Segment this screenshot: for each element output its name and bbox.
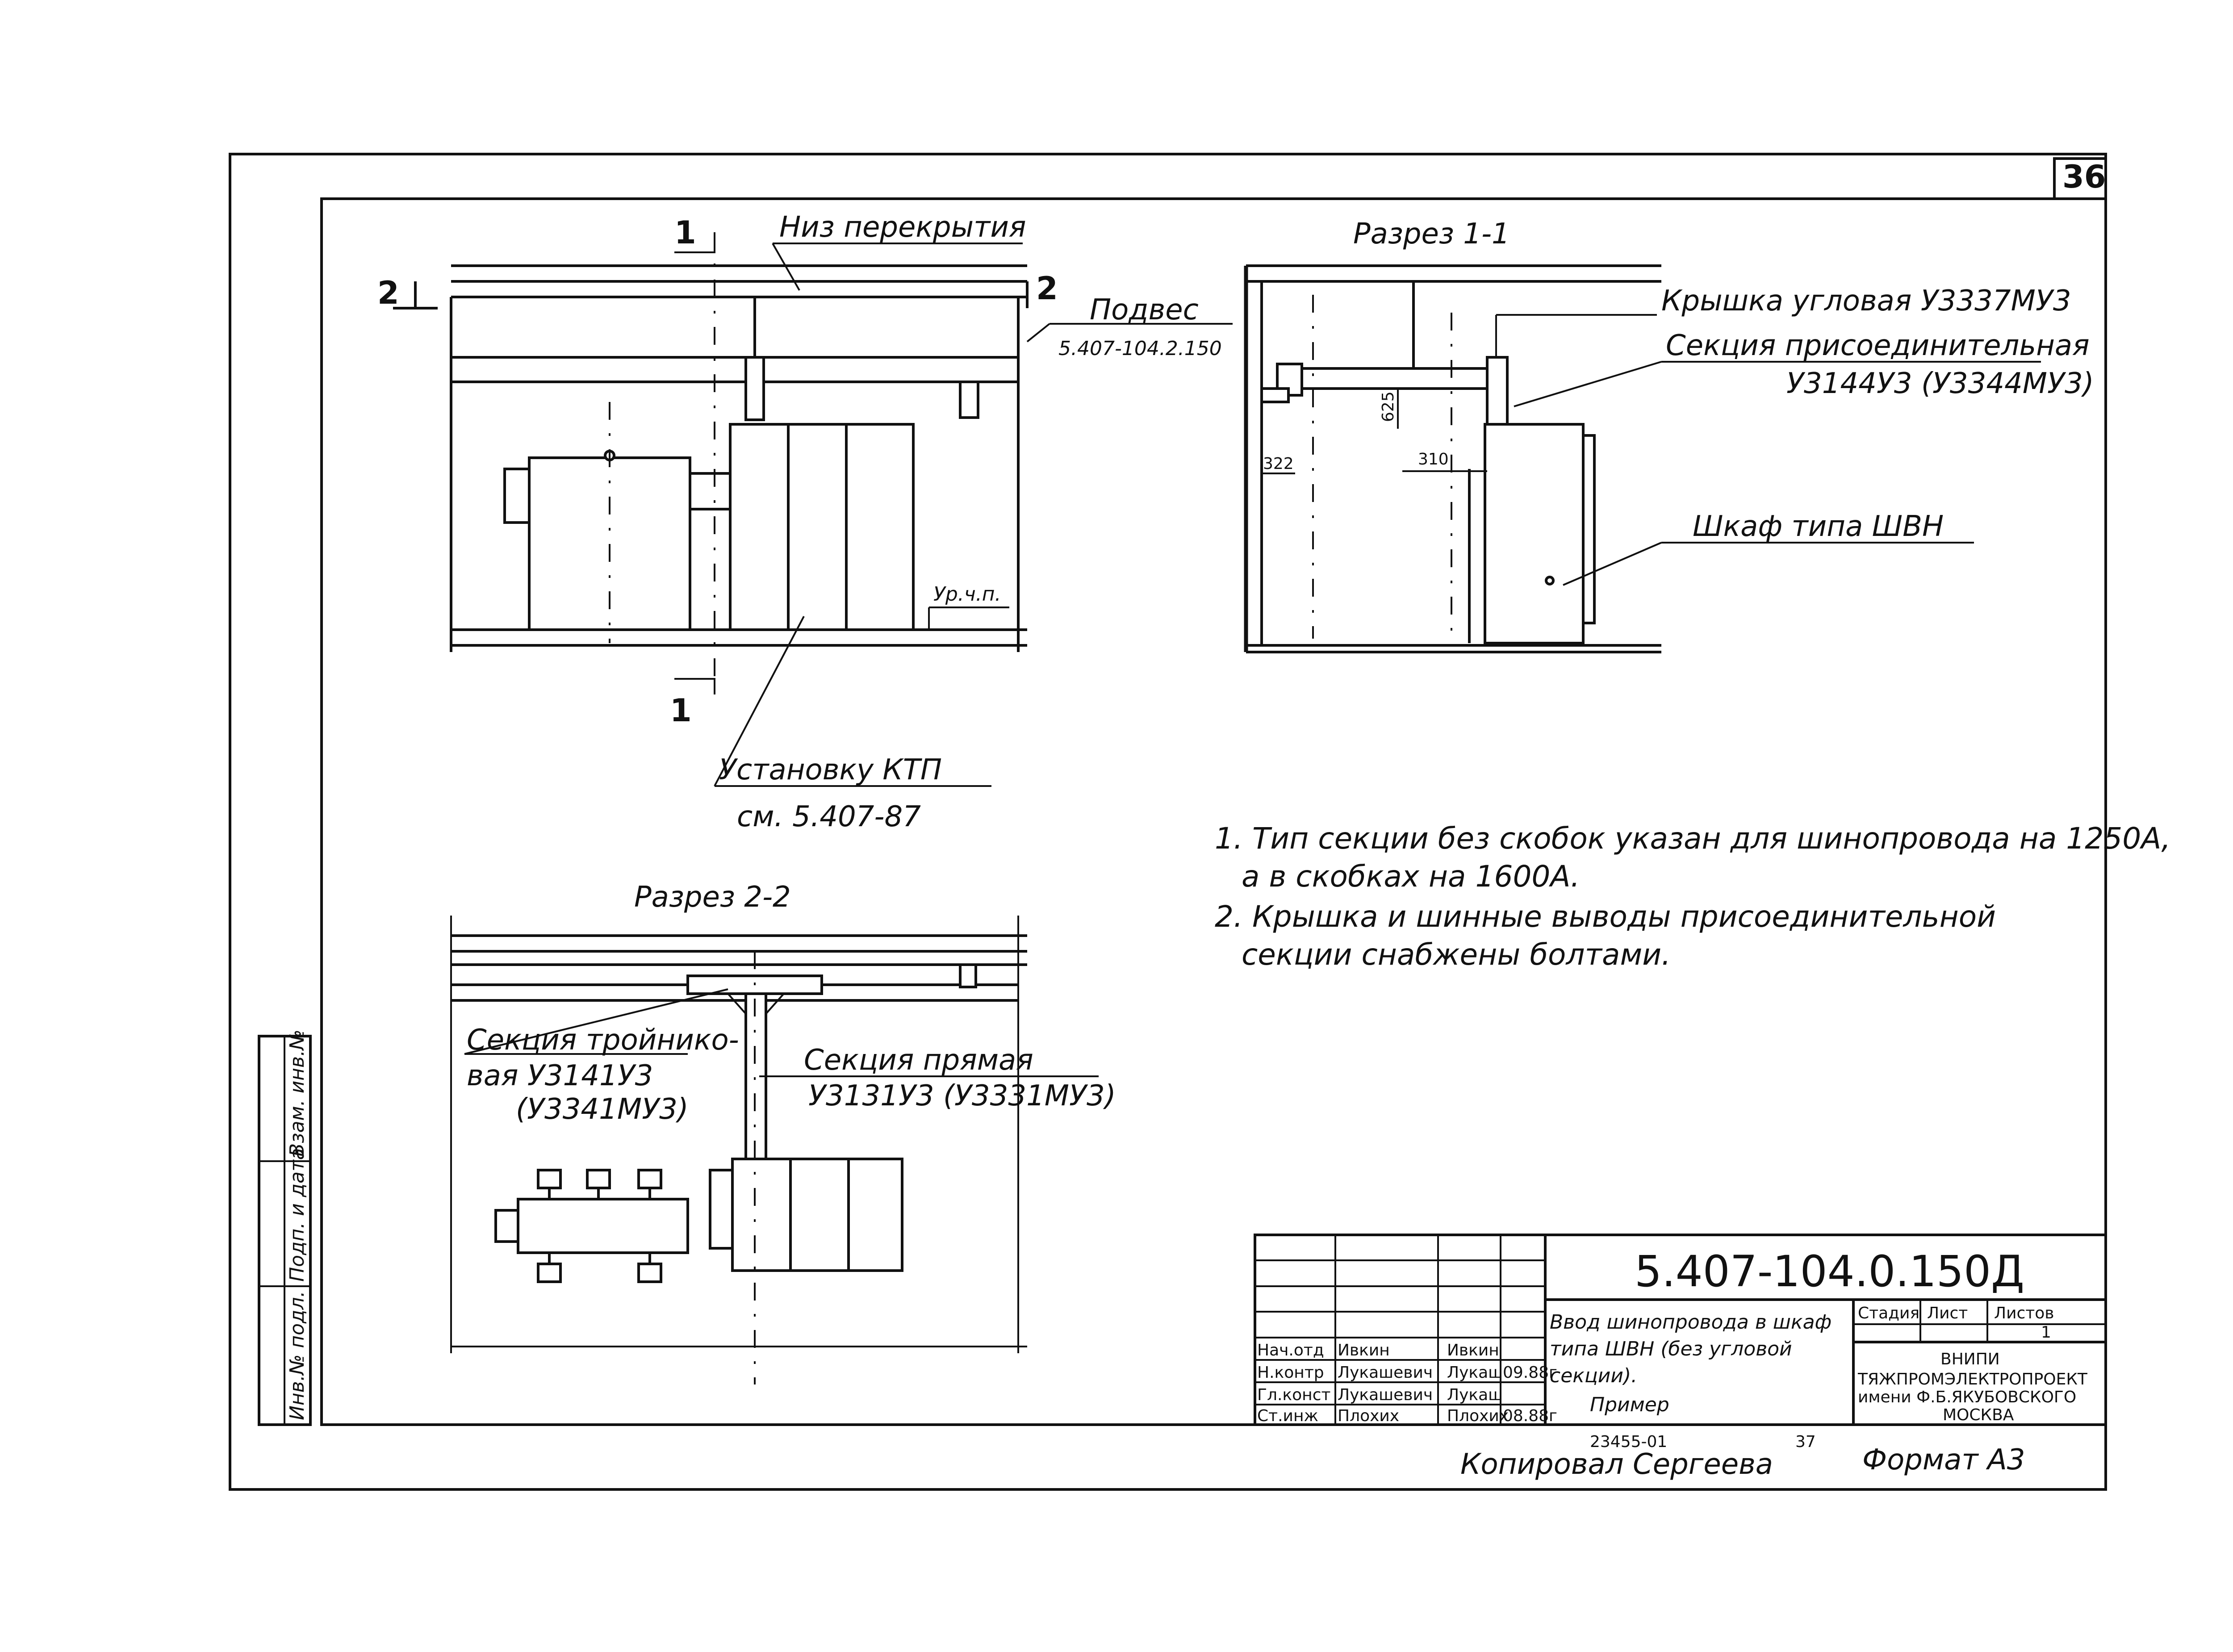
org-line2: ТЯЖПРОМЭЛЕКТРОПРОЕКТ — [1857, 1370, 2088, 1389]
format-label: Формат А3 — [1862, 1443, 2025, 1476]
title-line1: Ввод шинопровода в шкаф — [1550, 1311, 1832, 1334]
hanger-ref: 5.407-104.2.150 — [1058, 337, 1222, 360]
title-line4: Пример — [1590, 1393, 1669, 1416]
ceiling-label: Низ перекрытия — [779, 211, 1026, 244]
sheet-number: 36 — [2062, 159, 2106, 195]
row2-role: Н.контр — [1257, 1363, 1324, 1382]
side-stamp: Инв.№ подл. Подп. и дата Взам. инв.№ — [258, 1029, 312, 1426]
section-mark-2-right: 2 — [1036, 270, 1058, 307]
row4-date: 08.88г — [1503, 1407, 1557, 1425]
footer: 23455-01 37 Копировал Сергеева Формат А3 — [1460, 1433, 2025, 1481]
row3-name: Лукашевич — [1338, 1386, 1433, 1404]
corner-cover-label: Крышка угловая У3337МУ3 — [1661, 284, 2071, 318]
doc-code: 5.407-104.0.150Д — [1635, 1246, 2024, 1297]
col-stage: Стадия — [1858, 1304, 1919, 1322]
col-sheets: Листов — [1994, 1304, 2054, 1322]
replace-inv-label: Взам. инв.№ — [286, 1029, 309, 1157]
title-block: 5.407-104.0.150Д Ввод шинопровода в шкаф… — [1254, 1234, 2107, 1426]
org-line4: МОСКВА — [1943, 1406, 2014, 1424]
tee-section-line1: Секция тройнико- — [467, 1024, 739, 1057]
straight-section-code: У3131У3 (У3331МУ3) — [808, 1079, 1116, 1112]
dim-310: 310 — [1418, 450, 1449, 468]
section-2-2-title: Разрез 2-2 — [634, 881, 791, 914]
ktp-ref: см. 5.407-87 — [737, 800, 921, 833]
page-number: 37 — [1795, 1433, 1816, 1451]
connection-section-code: У3144У3 (У3344МУ3) — [1786, 367, 2094, 400]
row3-sign: Лукаш — [1447, 1386, 1503, 1404]
row1-name: Ивкин — [1338, 1341, 1390, 1359]
org-line3: имени Ф.Б.ЯКУБОВСКОГО — [1858, 1388, 2076, 1406]
note-1-line1: 1. Тип секции без скобок указан для шино… — [1215, 821, 2170, 856]
sheet-frame: 36 — [229, 153, 2107, 1491]
section-2-2: Разрез 2-2 — [450, 881, 1116, 1384]
row2-date: 09.88г — [1503, 1363, 1557, 1382]
note-2-line2: секции снабжены болтами. — [1242, 937, 1671, 972]
row4-sign: Плохих — [1447, 1407, 1509, 1425]
connection-section-label: Секция присоединительная — [1666, 329, 2090, 362]
row2-sign: Лукаш — [1447, 1363, 1503, 1382]
section-mark-1-top: 1 — [674, 214, 696, 251]
inv-no-label: Инв.№ подл. — [286, 1291, 309, 1420]
row2-name: Лукашевич — [1338, 1363, 1433, 1382]
sign-date-label: Подп. и дата — [286, 1148, 309, 1282]
straight-section-label: Секция прямая — [804, 1044, 1033, 1077]
dim-322: 322 — [1263, 455, 1294, 473]
row1-sign: Ивкин — [1447, 1341, 1499, 1359]
row4-name: Плохих — [1338, 1407, 1399, 1425]
section-1-1: Разрез 1-1 625 310 322 К — [1244, 217, 2094, 653]
title-line2: типа ШВН (без угловой — [1550, 1338, 1792, 1360]
archive-number: 23455-01 — [1590, 1433, 1667, 1451]
cabinet-label: Шкаф типа ШВН — [1693, 510, 1944, 543]
copied-by: Копировал Сергеева — [1460, 1448, 1773, 1481]
org-line1: ВНИПИ — [1940, 1350, 2000, 1368]
section-mark-2-left: 2 — [377, 275, 399, 311]
section-1-1-title: Разрез 1-1 — [1353, 217, 1510, 251]
row1-role: Нач.отд — [1257, 1341, 1324, 1359]
title-line3: секции). — [1550, 1364, 1637, 1387]
note-1-line2: а в скобках на 1600А. — [1242, 859, 1580, 894]
hanger-label: Подвес — [1090, 293, 1199, 326]
tee-section-line2: вая У3141У3 — [467, 1059, 653, 1092]
section-mark-1-bottom: 1 — [670, 692, 692, 729]
sheets-count: 1 — [2041, 1323, 2051, 1342]
tee-section-line3: (У3341МУ3) — [516, 1093, 689, 1126]
floor-level-label: Ур.ч.п. — [933, 583, 1001, 606]
dim-625: 625 — [1379, 391, 1397, 422]
note-2-line1: 2. Крышка и шинные выводы присоединитель… — [1215, 899, 1996, 934]
plan-view: 1 1 2 2 Низ перекрытия Подвес 5.407-104.… — [377, 211, 1233, 833]
row4-role: Ст.инж — [1257, 1407, 1318, 1425]
col-sheet: Лист — [1927, 1304, 1968, 1322]
ktp-label: Установку КТП — [719, 753, 942, 786]
notes: 1. Тип секции без скобок указан для шино… — [1215, 821, 2170, 972]
row3-role: Гл.конст — [1257, 1386, 1330, 1404]
